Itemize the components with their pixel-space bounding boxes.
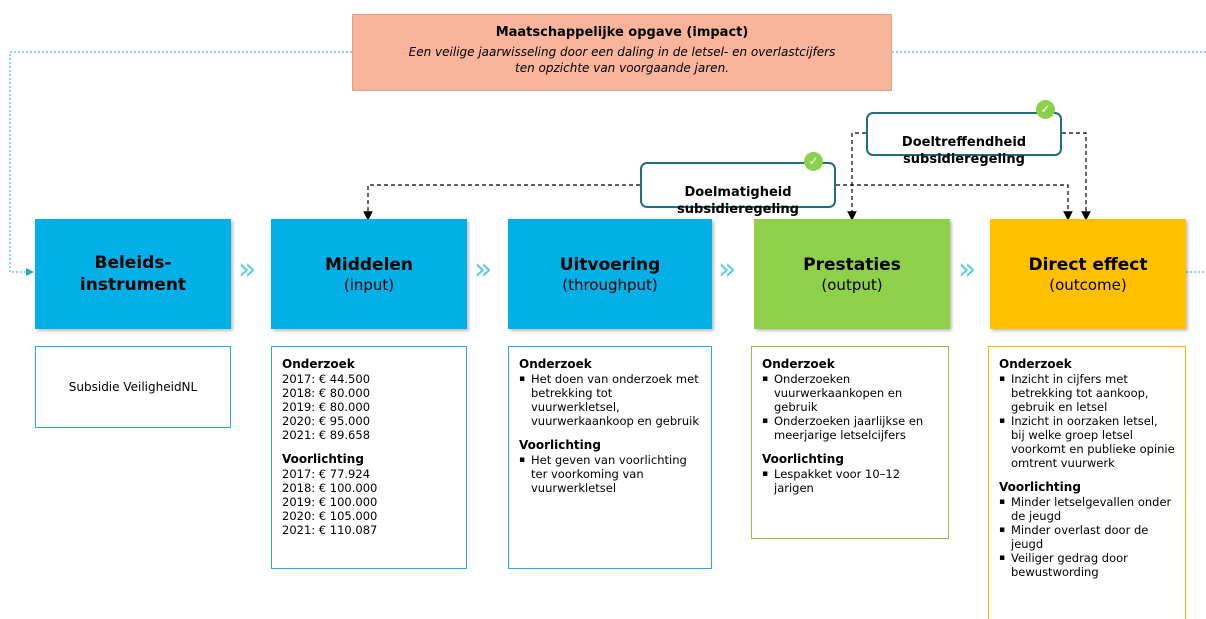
doeltreffendheid-label: Doeltreffendheid subsidieregeling bbox=[901, 135, 1027, 167]
chevron-right-icon: » bbox=[474, 252, 493, 287]
budget-line: 2019: € 100.000 bbox=[282, 495, 378, 509]
list-item: Inzicht in cijfers met betrekking tot aa… bbox=[999, 372, 1175, 414]
budget-line: 2021: € 89.658 bbox=[282, 428, 371, 442]
stage-title: Middelen bbox=[324, 254, 414, 275]
stage-subtitle: (throughput) bbox=[562, 275, 658, 294]
stage-uitvoering: Uitvoering (throughput) bbox=[508, 219, 712, 329]
list-item: Lespakket voor 10–12 jarigen bbox=[762, 467, 938, 495]
list-item: Minder letselgevallen onder de jeugd bbox=[999, 495, 1175, 523]
list-item: Minder overlast door de jeugd bbox=[999, 523, 1175, 551]
doelmatigheid-label: Doelmatigheid subsidieregeling bbox=[677, 185, 799, 217]
voorlichting-list: Het geven van voorlichting ter voorkomin… bbox=[519, 453, 701, 495]
list-item: Het geven van voorlichting ter voorkomin… bbox=[519, 453, 701, 495]
chevron-right-icon: » bbox=[958, 252, 977, 287]
list-item: Onderzoeken jaarlijkse en meerjarige let… bbox=[762, 414, 938, 442]
onderzoek-list: Onderzoeken vuurwerkaankopen en gebruik … bbox=[762, 372, 938, 442]
impact-description: Een veilige jaarwisseling door een dalin… bbox=[408, 45, 836, 75]
check-circle-icon: ✓ bbox=[804, 152, 823, 171]
detail-prestaties: Onderzoek Onderzoeken vuurwerkaankopen e… bbox=[751, 346, 949, 539]
list-item: Inzicht in oorzaken letsel, bij welke gr… bbox=[999, 414, 1175, 470]
budget-line: 2019: € 80.000 bbox=[282, 400, 371, 414]
budget-line: 2020: € 105.000 bbox=[282, 509, 378, 523]
stage-subtitle: (outcome) bbox=[1049, 275, 1127, 294]
stage-title: Beleids- instrument bbox=[79, 253, 187, 295]
stage-prestaties: Prestaties (output) bbox=[754, 219, 950, 329]
list-item: Het doen van onderzoek met betrekking to… bbox=[519, 372, 701, 428]
impact-title: Maatschappelijke opgave (impact) bbox=[495, 25, 749, 40]
onderzoek-list: Het doen van onderzoek met betrekking to… bbox=[519, 372, 701, 428]
chevron-right-icon: » bbox=[718, 252, 737, 287]
budget-line: 2020: € 95.000 bbox=[282, 414, 371, 428]
chevron-right-icon: » bbox=[238, 252, 257, 287]
detail-text: Subsidie VeiligheidNL bbox=[68, 380, 198, 394]
stage-subtitle: (input) bbox=[343, 275, 395, 294]
doeltreffendheid-right-arrow bbox=[1062, 132, 1091, 221]
list-item: Veiliger gedrag door bewustwording bbox=[999, 551, 1175, 579]
budget-line: 2017: € 44.500 bbox=[282, 372, 371, 386]
voorlichting-list: Minder letselgevallen onder de jeugd Min… bbox=[999, 495, 1175, 579]
detail-uitvoering: Onderzoek Het doen van onderzoek met bet… bbox=[508, 346, 712, 569]
stage-beleidsinstrument: Beleids- instrument bbox=[35, 219, 231, 329]
stage-title: Prestaties bbox=[803, 254, 901, 275]
section-title-onderzoek: Onderzoek bbox=[762, 357, 835, 371]
section-title-onderzoek: Onderzoek bbox=[519, 357, 592, 371]
budget-line: 2018: € 100.000 bbox=[282, 481, 378, 495]
section-title-onderzoek: Onderzoek bbox=[999, 357, 1072, 371]
stage-direct-effect: Direct effect (outcome) bbox=[990, 219, 1186, 329]
impact-feedback-line bbox=[9, 51, 352, 276]
section-title-voorlichting: Voorlichting bbox=[519, 438, 601, 452]
onderzoek-list: Inzicht in cijfers met betrekking tot aa… bbox=[999, 372, 1175, 470]
section-title-onderzoek: Onderzoek bbox=[282, 357, 355, 371]
doelmatigheid-right-arrow bbox=[836, 184, 1073, 221]
voorlichting-list: Lespakket voor 10–12 jarigen bbox=[762, 467, 938, 495]
doelmatigheid-left-arrow bbox=[363, 184, 640, 221]
doeltreffendheid-box: Doeltreffendheid subsidieregeling bbox=[866, 112, 1062, 167]
detail-direct-effect: Onderzoek Inzicht in cijfers met betrekk… bbox=[988, 346, 1186, 619]
doeltreffendheid-left-arrow bbox=[847, 132, 866, 221]
doelmatigheid-box: Doelmatigheid subsidieregeling bbox=[640, 162, 836, 217]
detail-beleidsinstrument: Subsidie VeiligheidNL bbox=[35, 346, 231, 428]
section-title-voorlichting: Voorlichting bbox=[762, 452, 844, 466]
section-title-voorlichting: Voorlichting bbox=[282, 452, 364, 466]
budget-line: 2021: € 110.087 bbox=[282, 523, 378, 537]
section-title-voorlichting: Voorlichting bbox=[999, 480, 1081, 494]
check-circle-icon: ✓ bbox=[1036, 100, 1055, 119]
list-item: Onderzoeken vuurwerkaankopen en gebruik bbox=[762, 372, 938, 414]
budget-line: 2018: € 80.000 bbox=[282, 386, 371, 400]
stage-middelen: Middelen (input) bbox=[271, 219, 467, 329]
impact-box: Maatschappelijke opgave (impact) Een vei… bbox=[352, 14, 892, 91]
stage-title: Direct effect bbox=[1028, 254, 1148, 275]
detail-middelen: Onderzoek 2017: € 44.500 2018: € 80.000 … bbox=[271, 346, 467, 569]
budget-line: 2017: € 77.924 bbox=[282, 467, 371, 481]
stage-title: Uitvoering bbox=[559, 254, 661, 275]
stage-subtitle: (output) bbox=[821, 275, 883, 294]
